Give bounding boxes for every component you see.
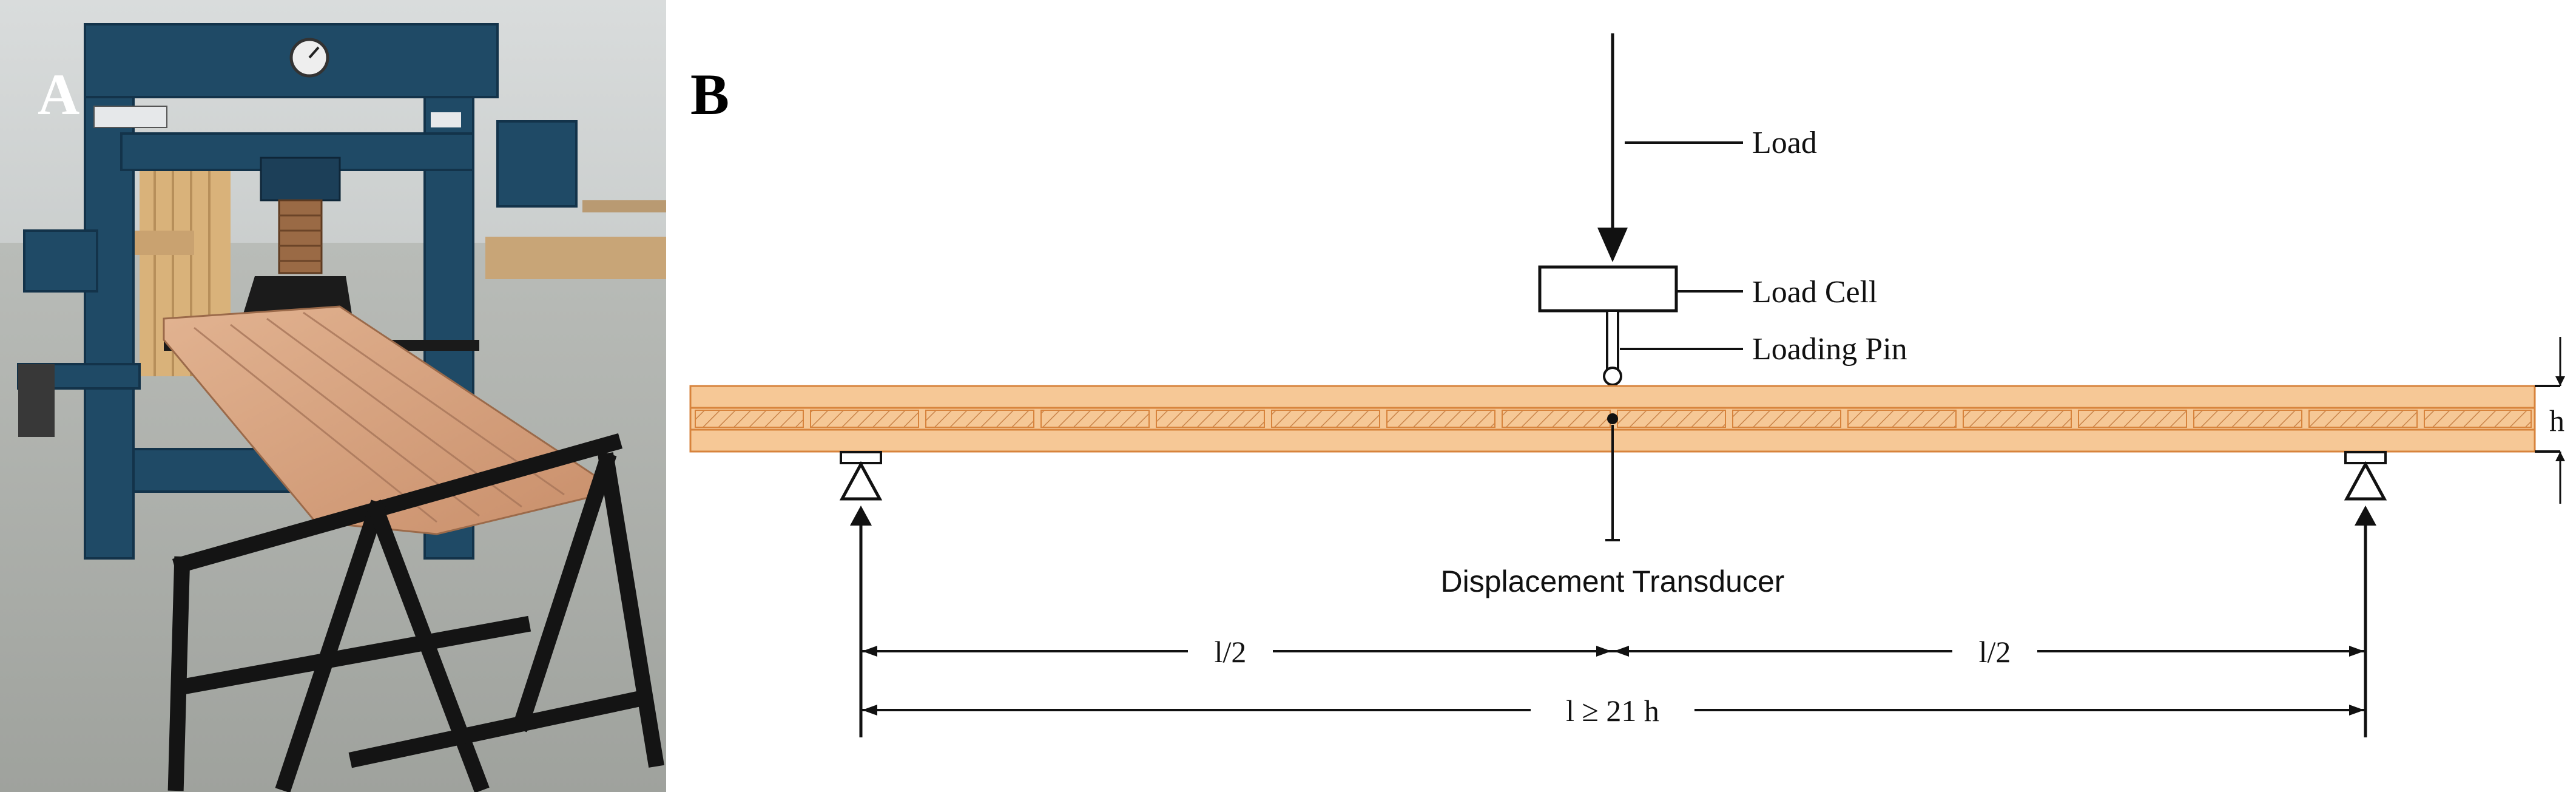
span-label: l ≥ 21 h <box>1566 694 1659 728</box>
middle-layer-lamellas <box>695 410 2532 428</box>
loading-pin-label: Loading Pin <box>1752 332 1907 367</box>
beam-top-layer <box>689 385 2536 409</box>
lamella-block <box>2193 410 2302 428</box>
panel-label-a: A <box>38 62 79 127</box>
hand-pump <box>18 364 55 437</box>
load-arrow-head <box>1597 228 1628 262</box>
right-support <box>2344 451 2387 737</box>
lamella-block <box>1732 410 1841 428</box>
span-dimension: l ≥ 21 h <box>862 693 2364 728</box>
lamella-block <box>2308 410 2418 428</box>
loading-pin <box>1606 310 1619 371</box>
load-label: Load <box>1752 126 1817 160</box>
half-span-dimension: l/2 l/2 <box>862 634 2364 669</box>
lamella-block <box>695 410 804 428</box>
lamella-block <box>1502 410 1611 428</box>
transducer-label: Displacement Transducer <box>1441 564 1785 598</box>
lamella-block <box>1040 410 1150 428</box>
lamella-block <box>810 410 919 428</box>
shelf-right <box>582 200 666 212</box>
lamella-block <box>1617 410 1726 428</box>
lamella-block <box>1271 410 1380 428</box>
lamella-block <box>1963 410 2072 428</box>
clt-beam <box>689 385 2536 453</box>
height-label: h <box>2549 404 2564 438</box>
lamella-block <box>1847 410 1957 428</box>
loading-pin-roller <box>1603 367 1622 386</box>
press-nameplate <box>93 106 167 128</box>
lamella-block <box>925 410 1034 428</box>
half-span-left-label: l/2 <box>1215 635 1247 669</box>
lamella-block <box>1386 410 1495 428</box>
left-support <box>839 451 883 737</box>
load-cell <box>1538 265 1678 313</box>
half-span-right-label: l/2 <box>1979 635 2011 669</box>
panel-label-b: B <box>690 62 729 127</box>
lamella-block <box>2078 410 2187 428</box>
hydraulic-cylinder <box>260 157 341 201</box>
load-cell-label: Load Cell <box>1752 275 1878 310</box>
ram <box>278 199 323 274</box>
lamella-block <box>2424 410 2532 428</box>
lumber-right <box>485 237 666 279</box>
midspan-point <box>1607 413 1618 424</box>
bending-test-schematic: B Load Load Cell Loading Pin Displacemen… <box>689 33 2565 737</box>
lamella-block <box>1156 410 1265 428</box>
test-setup-photo: A <box>0 0 666 792</box>
sawhorse <box>167 433 664 792</box>
